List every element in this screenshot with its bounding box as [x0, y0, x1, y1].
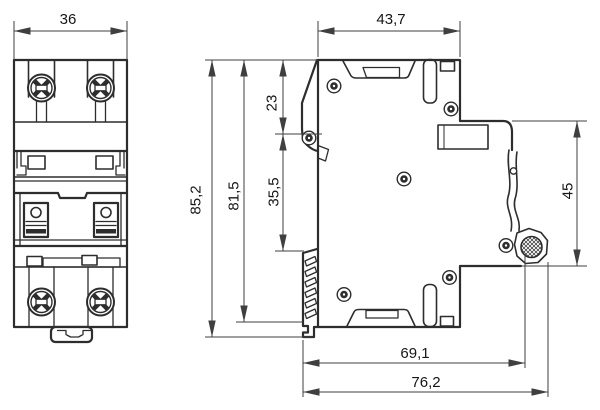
front-window-right: [95, 155, 114, 170]
din-clip-foot: [49, 325, 94, 344]
dim-total-depth-label: 76,2: [411, 374, 440, 391]
front-view: [12, 58, 129, 344]
dimension-front-face-height: 35,5: [266, 134, 304, 252]
label-plate: [437, 124, 489, 150]
dimension-top-depth: 43,7: [317, 11, 461, 57]
dimension-annotations: 36 43,7 85,2 81,5 23: [13, 11, 587, 397]
dimension-total-height: 85,2: [188, 60, 313, 338]
dimension-total-depth: 76,2: [302, 262, 549, 397]
toggle-handle-right: [92, 201, 120, 239]
dimension-front-width: 36: [13, 11, 128, 59]
terminal-screw-bottom-right: [87, 289, 114, 316]
front-window-left: [27, 155, 46, 170]
dimension-body-height: 81,5: [226, 60, 303, 323]
dim-total-height-label: 85,2: [188, 185, 205, 214]
dimension-depth-to-rail-seat: 69,1: [303, 255, 526, 368]
dim-din-rail-height-label: 45: [560, 183, 577, 200]
din-clip-mechanism: [506, 149, 549, 265]
side-view: [300, 58, 549, 339]
toggle-handle-left: [22, 201, 50, 239]
dim-top-depth-label: 43,7: [376, 11, 405, 28]
terminal-screw-top-left: [28, 75, 55, 102]
dim-front-face-height-label: 35,5: [266, 177, 283, 206]
dim-body-height-label: 81,5: [226, 181, 243, 210]
dim-handle-recess-label: 23: [264, 95, 281, 112]
terminal-screw-top-right: [87, 75, 114, 102]
dim-front-width-label: 36: [60, 11, 77, 28]
din-clip-knob: [520, 235, 543, 259]
vent-ribs: [304, 255, 318, 320]
dimension-din-rail-height: 45: [512, 120, 587, 267]
terminal-screw-bottom-left: [28, 289, 55, 316]
dim-depth-to-rail-seat-label: 69,1: [400, 345, 429, 362]
